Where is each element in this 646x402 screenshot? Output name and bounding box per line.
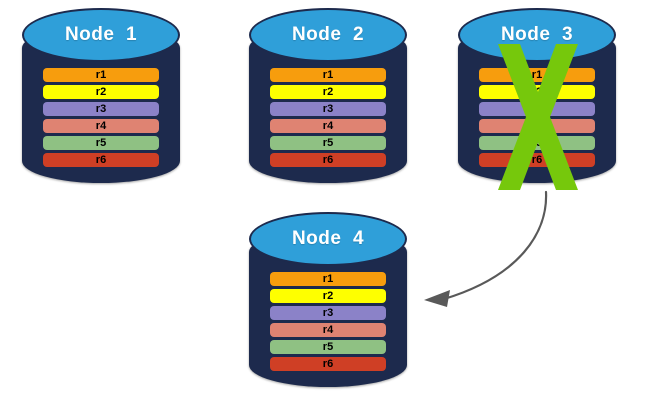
row-bar-r6[interactable]: r6 — [269, 357, 387, 371]
row-bar-r1[interactable]: r1 — [269, 272, 387, 286]
row-bar-r5[interactable]: r5 — [269, 136, 387, 150]
row-bar-r4[interactable]: r4 — [269, 323, 387, 337]
node-rows-3: r1 r2 r3 r4 r5 r6 — [478, 68, 596, 167]
node-cylinder-2[interactable]: r1 r2 r3 r4 r5 r6 Node 2 — [249, 8, 407, 183]
row-bar-r5[interactable]: r5 — [269, 340, 387, 354]
node-label-3: Node 3 — [500, 24, 574, 45]
row-bar-r4[interactable]: r4 — [478, 119, 596, 133]
node-cylinder-3[interactable]: r1 r2 r3 r4 r5 r6 Node 3 — [458, 8, 616, 183]
node-top-ellipse-2 — [249, 8, 407, 62]
row-bar-r6[interactable]: r6 — [478, 153, 596, 167]
node-rows-4: r1 r2 r3 r4 r5 r6 — [269, 272, 387, 371]
row-bar-r4[interactable]: r4 — [269, 119, 387, 133]
row-bar-r2[interactable]: r2 — [478, 85, 596, 99]
row-bar-r2[interactable]: r2 — [269, 289, 387, 303]
node-label-1: Node 1 — [64, 24, 138, 45]
row-bar-r3[interactable]: r3 — [42, 102, 160, 116]
row-bar-r2[interactable]: r2 — [42, 85, 160, 99]
row-bar-r1[interactable]: r1 — [269, 68, 387, 82]
node-rows-2: r1 r2 r3 r4 r5 r6 — [269, 68, 387, 167]
row-bar-r6[interactable]: r6 — [269, 153, 387, 167]
row-bar-r3[interactable]: r3 — [269, 306, 387, 320]
row-bar-r2[interactable]: r2 — [269, 85, 387, 99]
node-label-4: Node 4 — [291, 228, 365, 249]
node-top-ellipse-1 — [22, 8, 180, 62]
row-bar-r5[interactable]: r5 — [478, 136, 596, 150]
row-bar-r4[interactable]: r4 — [42, 119, 160, 133]
row-bar-r3[interactable]: r3 — [478, 102, 596, 116]
row-bar-r6[interactable]: r6 — [42, 153, 160, 167]
node-rows-1: r1 r2 r3 r4 r5 r6 — [42, 68, 160, 167]
row-bar-r5[interactable]: r5 — [42, 136, 160, 150]
row-bar-r1[interactable]: r1 — [478, 68, 596, 82]
node-cylinder-4[interactable]: r1 r2 r3 r4 r5 r6 Node 4 — [249, 212, 407, 387]
node-cylinder-1[interactable]: r1 r2 r3 r4 r5 r6 Node 1 — [22, 8, 180, 183]
row-bar-r1[interactable]: r1 — [42, 68, 160, 82]
node-label-2: Node 2 — [291, 24, 365, 45]
row-bar-r3[interactable]: r3 — [269, 102, 387, 116]
node-top-ellipse-4 — [249, 212, 407, 266]
